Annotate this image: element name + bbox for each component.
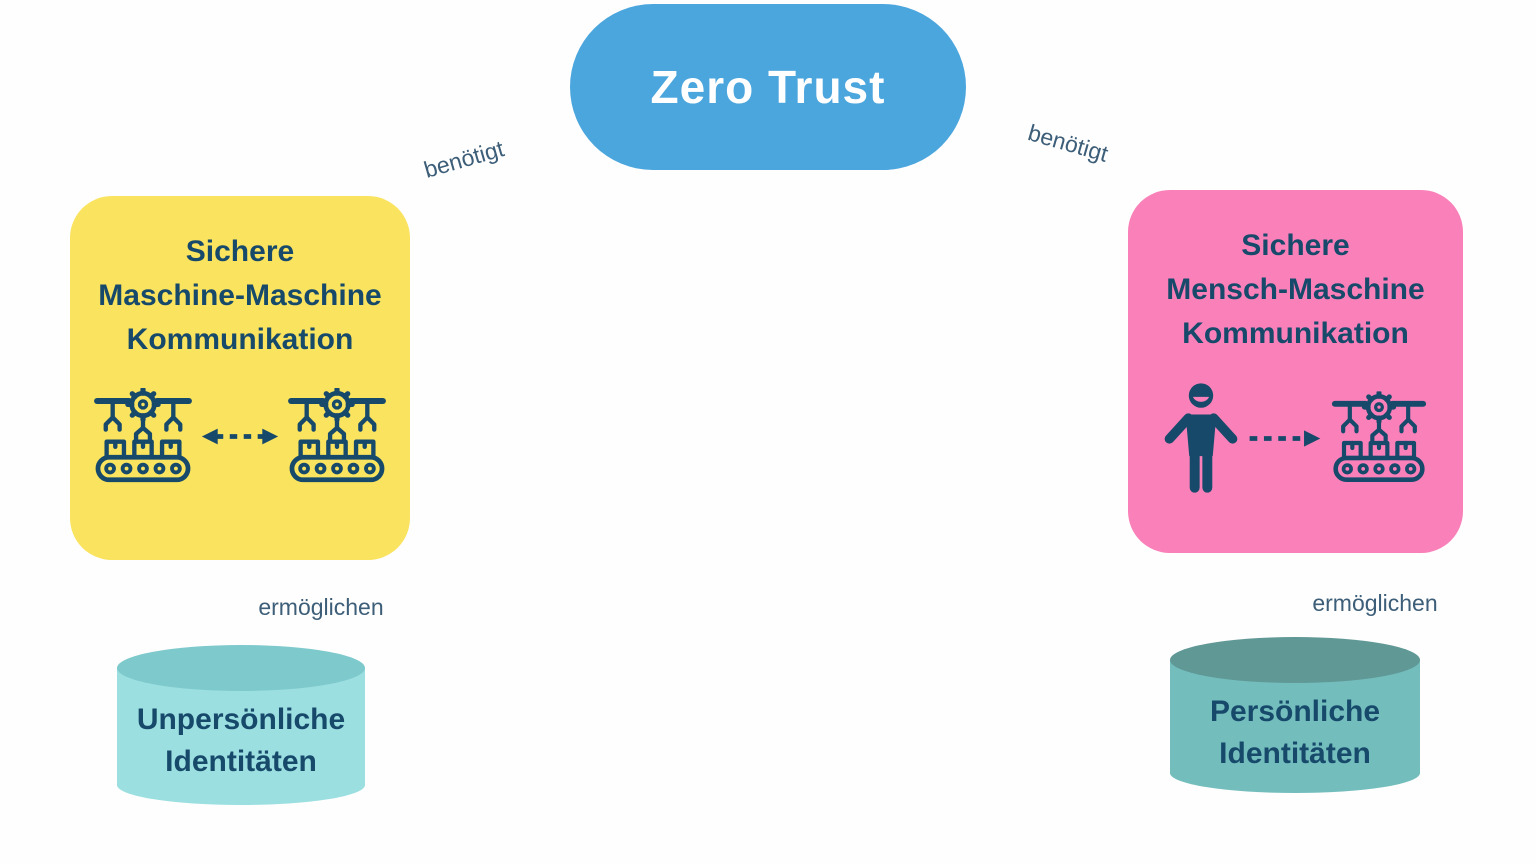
machine-machine-title: Sichere Maschine-Maschine Kommunikation [98, 230, 381, 362]
person-icon [1164, 383, 1237, 493]
label-line: Unpersönliche [136, 703, 346, 736]
machine-to-machine-illustration [91, 388, 389, 485]
machine-machine-node: Sichere Maschine-Maschine Kommunikation [70, 196, 410, 560]
title-line: Sichere [185, 235, 295, 268]
dashed-arrow-right-icon [1249, 429, 1320, 447]
label-line: Persönliche [1209, 695, 1381, 728]
human-machine-node: Sichere Mensch-Maschine Kommunikation [1128, 190, 1463, 553]
cylinder-top [1170, 637, 1420, 683]
edge-label-ermoeglichen-left: ermöglichen [258, 594, 384, 620]
title-line: Mensch-Maschine [1166, 273, 1425, 306]
edge-label-benoetigt-right: benötigt [1025, 119, 1112, 167]
title-line: Kommunikation [1182, 317, 1409, 350]
impersonal-identities-database: Unpersönliche Identitäten [117, 645, 365, 805]
edge-label-benoetigt-left: benötigt [420, 135, 507, 183]
label-line: Identitäten [1219, 737, 1371, 770]
title-line: Kommunikation [126, 323, 354, 356]
factory-machine-icon [1329, 391, 1429, 485]
double-dashed-arrow-icon [201, 428, 279, 445]
personal-identities-database: Persönliche Identitäten [1170, 637, 1420, 793]
personal-identities-label: Persönliche Identitäten [1170, 691, 1420, 775]
human-machine-title: Sichere Mensch-Maschine Kommunikation [1166, 224, 1424, 356]
factory-machine-icon [285, 388, 389, 485]
human-to-machine-illustration [1163, 382, 1429, 494]
factory-machine-icon [91, 388, 195, 485]
zero-trust-node: Zero Trust [570, 4, 966, 170]
zero-trust-label: Zero Trust [650, 61, 886, 113]
cylinder-top [117, 645, 365, 691]
impersonal-identities-label: Unpersönliche Identitäten [117, 699, 365, 783]
label-line: Identitäten [165, 745, 317, 778]
title-line: Maschine-Maschine [98, 279, 382, 312]
edge-label-ermoeglichen-right: ermöglichen [1312, 590, 1438, 616]
title-line: Sichere [1241, 229, 1350, 262]
